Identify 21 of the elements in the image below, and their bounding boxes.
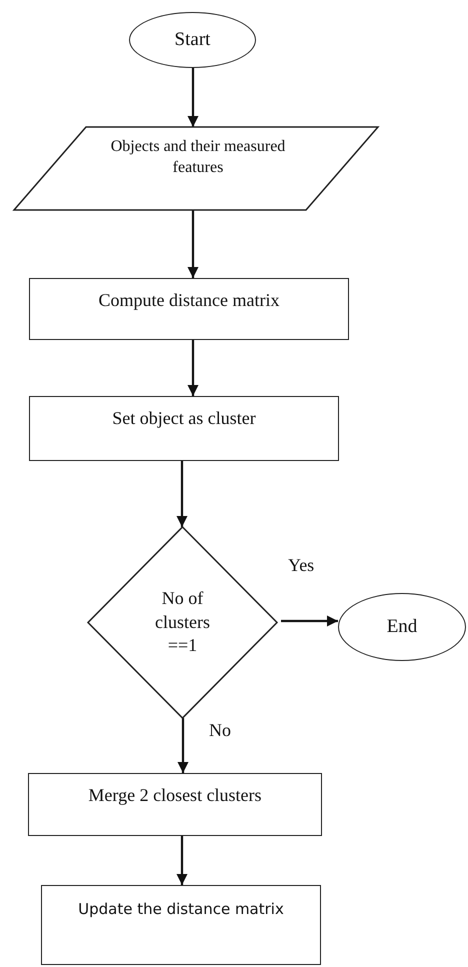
arrow <box>188 340 198 396</box>
arrow <box>176 836 188 885</box>
input-parallelogram <box>14 127 378 210</box>
arrow <box>188 210 198 278</box>
process-box <box>29 278 349 340</box>
process-box <box>41 885 321 965</box>
node-text: Update the distance matrix <box>77 900 285 920</box>
process-box <box>28 773 322 836</box>
node-text: Merge 2 closest clusters <box>88 784 262 807</box>
node-text: End <box>386 614 418 639</box>
process-box <box>29 396 339 461</box>
arrow <box>176 461 188 527</box>
node-text: Objects and their measured features <box>110 137 286 178</box>
node-text: Compute distance matrix <box>98 289 280 312</box>
decision-diamond <box>88 527 277 718</box>
node-text: No of clusters ==1 <box>154 587 211 658</box>
node-text: Start <box>174 28 210 52</box>
arrow <box>188 68 198 127</box>
arrow <box>178 718 188 773</box>
arrow <box>281 616 338 626</box>
node-text: Set object as cluster <box>112 407 256 430</box>
